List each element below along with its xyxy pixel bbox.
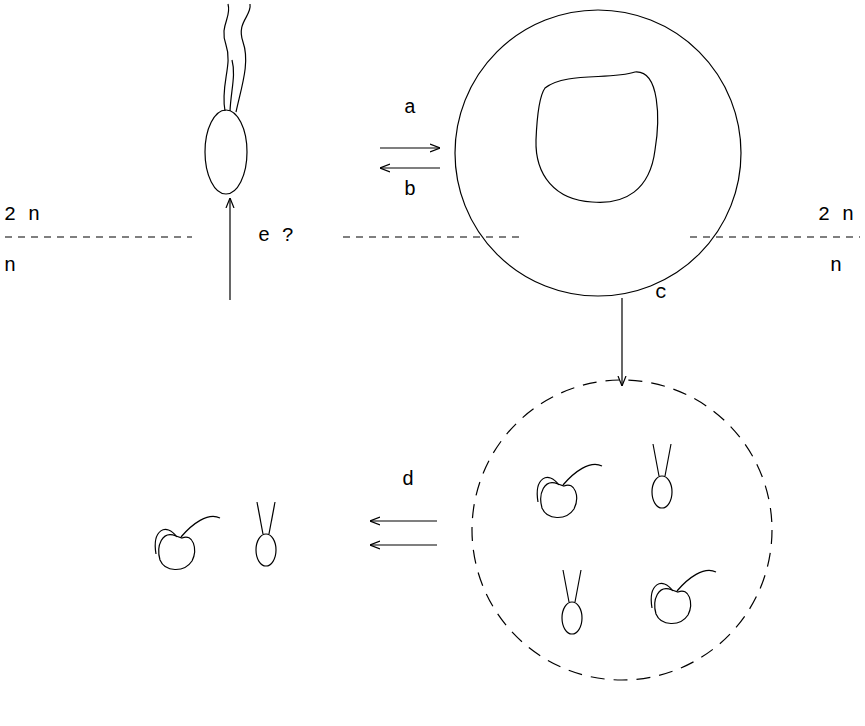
stage-label: a (404, 98, 416, 118)
stage-label: n (4, 256, 16, 276)
biflagellate-cell (562, 570, 582, 634)
stage-label: 2 n (4, 205, 40, 225)
biflagellate-cell (652, 444, 672, 508)
arrow-b (380, 167, 440, 168)
biflagellate-cell (256, 502, 276, 566)
stage-label: n (830, 256, 842, 276)
curled-cell (155, 516, 220, 569)
stage-label: 2 n (818, 205, 854, 225)
arrow-d (370, 520, 437, 521)
arrow-c (621, 298, 622, 386)
stage-label: c (655, 283, 667, 303)
curled-cell (537, 464, 602, 517)
arrow-d (370, 544, 437, 545)
arrow-e (229, 198, 230, 300)
curled-cell (651, 570, 716, 623)
sporangium (472, 380, 772, 680)
cyst (455, 10, 741, 296)
flagellate-cell (205, 4, 250, 194)
stage-label: e ? (258, 226, 294, 246)
arrow-a (380, 147, 440, 148)
stage-label: d (402, 470, 414, 490)
stage-label: b (404, 180, 416, 200)
ploidy-line (5, 236, 860, 237)
